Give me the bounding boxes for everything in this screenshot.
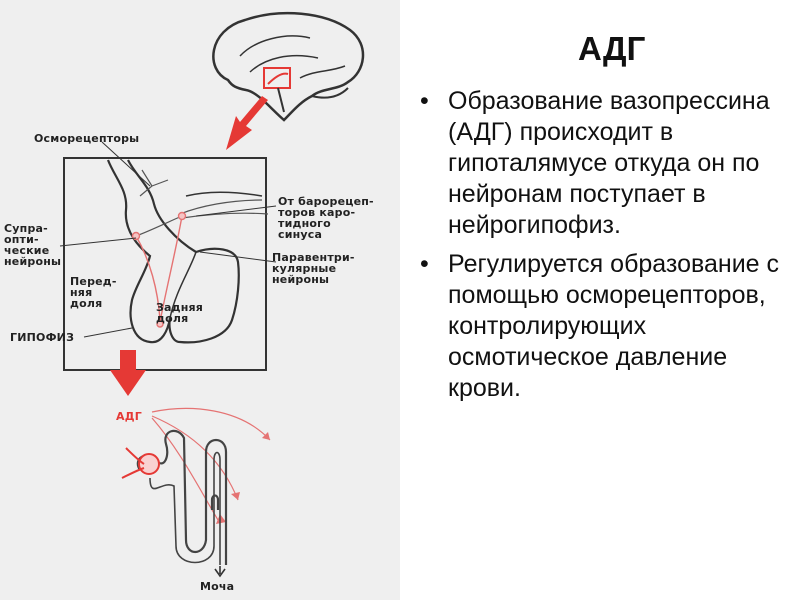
bullet-item: • Регулируется образование с помощью осмо… <box>418 249 796 404</box>
label-urine: Моча <box>200 580 235 593</box>
hypothalamus-box <box>63 157 267 371</box>
label-adh: АДГ <box>116 410 142 423</box>
bullet-item: • Образование вазопрессина (АДГ) происход… <box>418 86 796 241</box>
label-pituitary: ГИПОФИЗ <box>10 331 75 344</box>
bullet-dot: • <box>420 87 429 115</box>
arrow-brain-to-box <box>226 96 268 150</box>
glomerulus <box>138 453 160 475</box>
bullet-dot: • <box>420 250 429 278</box>
urine-arrow <box>214 566 226 578</box>
arrow-box-to-kidney <box>110 350 146 396</box>
bullet-text: Образование вазопрессина (АДГ) происходи… <box>448 87 770 239</box>
label-anterior-lobe: Перед- няя доля <box>70 275 117 310</box>
neuron-lines <box>135 169 269 237</box>
adh-arrowheads <box>216 432 270 524</box>
adh-diagram: Осморецепторы От барорецеп- торов каро- … <box>0 0 400 600</box>
slide-title: АДГ <box>578 30 646 67</box>
label-osmoreceptors: Осморецепторы <box>34 132 140 145</box>
bullet-text: Регулируется образование с помощью осмор… <box>448 250 780 402</box>
label-supraoptic-neurons: Супра- опти- ческие нейроны <box>4 222 62 268</box>
label-baroreceptors: От барорецеп- торов каро- тидного синуса <box>278 195 374 241</box>
nephron-illustration <box>136 429 228 565</box>
bullet-list: • Образование вазопрессина (АДГ) происход… <box>418 86 796 412</box>
diagram-drawing <box>59 11 365 578</box>
neuron-red-fibers <box>131 211 187 328</box>
brain-illustration <box>212 11 365 122</box>
hypothalamus-outline <box>106 159 263 344</box>
label-paraventricular-neurons: Паравентри- кулярные нейроны <box>272 251 355 286</box>
leader-lines <box>59 141 277 338</box>
brain-highlight-box <box>263 67 291 89</box>
label-posterior-lobe: Задняя доля <box>156 301 204 325</box>
